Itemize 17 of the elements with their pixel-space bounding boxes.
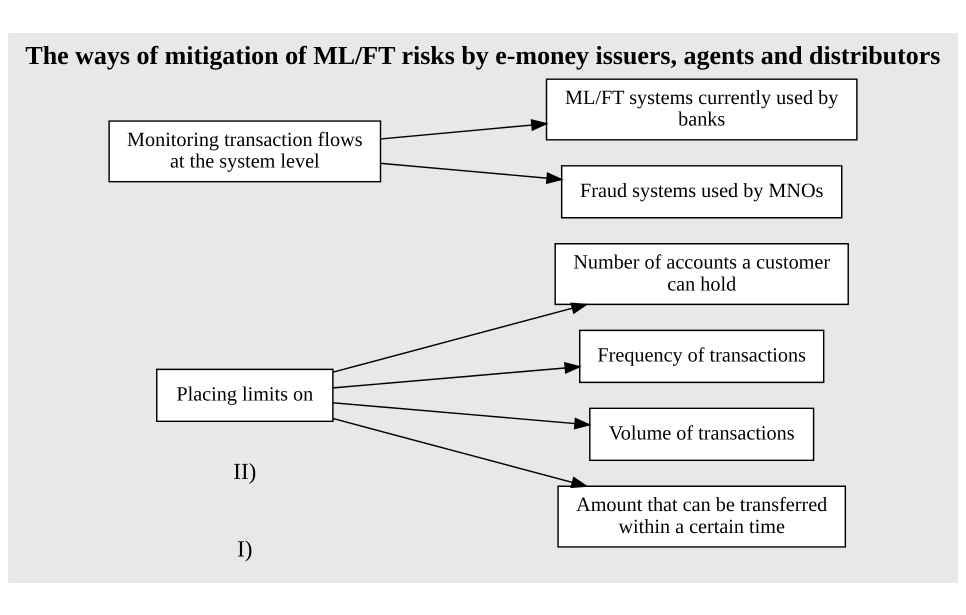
label: I)	[237, 535, 252, 562]
node-box: Fraud systems used by MNOs	[560, 164, 842, 218]
diagram-title: The ways of mitigation of ML/FT risks by e-money issuers, agents and distributors	[25, 40, 940, 70]
node-box: Volume of transactions	[589, 407, 814, 461]
node-box: Frequency of transactions	[579, 329, 824, 383]
arrow	[380, 162, 564, 184]
node-box: Amount that can be transferred within a certain time	[557, 485, 846, 548]
node-box: Monitoring transaction flows at the system level	[108, 120, 382, 182]
node-box: Number of accounts a customer can hold	[554, 242, 849, 305]
arrow	[333, 417, 589, 488]
arrow	[380, 118, 548, 140]
node-box: Placing limits on	[156, 368, 334, 422]
arrow	[333, 302, 589, 372]
arrow	[333, 361, 582, 388]
label: II)	[233, 457, 256, 484]
node-box: ML/FT systems currently used by banks	[546, 78, 858, 140]
arrow	[333, 402, 592, 430]
